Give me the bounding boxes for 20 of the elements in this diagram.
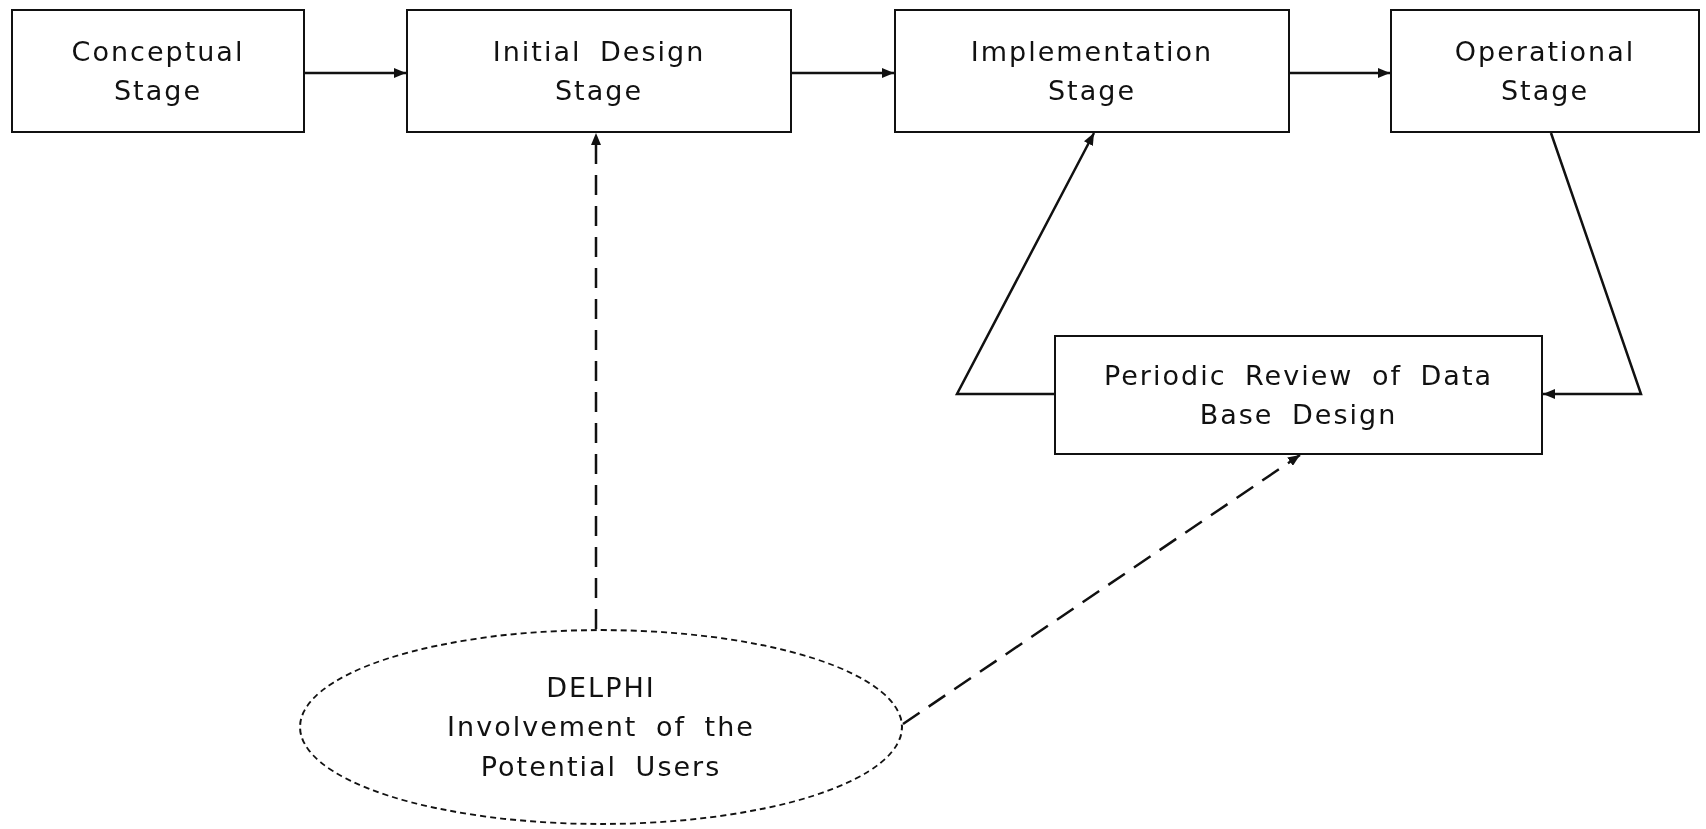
node-label: Operational Stage [1453,34,1637,108]
process-box [11,9,305,133]
arrow [1543,132,1643,399]
process-box [894,9,1290,133]
arrow [1290,68,1390,78]
dashed-oval [299,629,903,825]
node-label: Initial Design Stage [491,34,707,108]
arrow [792,68,894,78]
dashed-arrow [591,133,601,629]
node-label: Implementation Stage [969,34,1215,108]
arrow [954,132,1096,396]
process-box [1054,335,1543,455]
arrow [305,68,406,78]
node-label: Involvement of the Potential Users [446,710,756,784]
node-label: DELPHI [546,671,656,706]
node-label: Conceptual Stage [70,34,246,108]
process-box [1390,9,1700,133]
node-label: Periodic Review of Data Base Design [1102,358,1495,432]
process-box [406,9,792,133]
dashed-arrow [902,453,1301,726]
